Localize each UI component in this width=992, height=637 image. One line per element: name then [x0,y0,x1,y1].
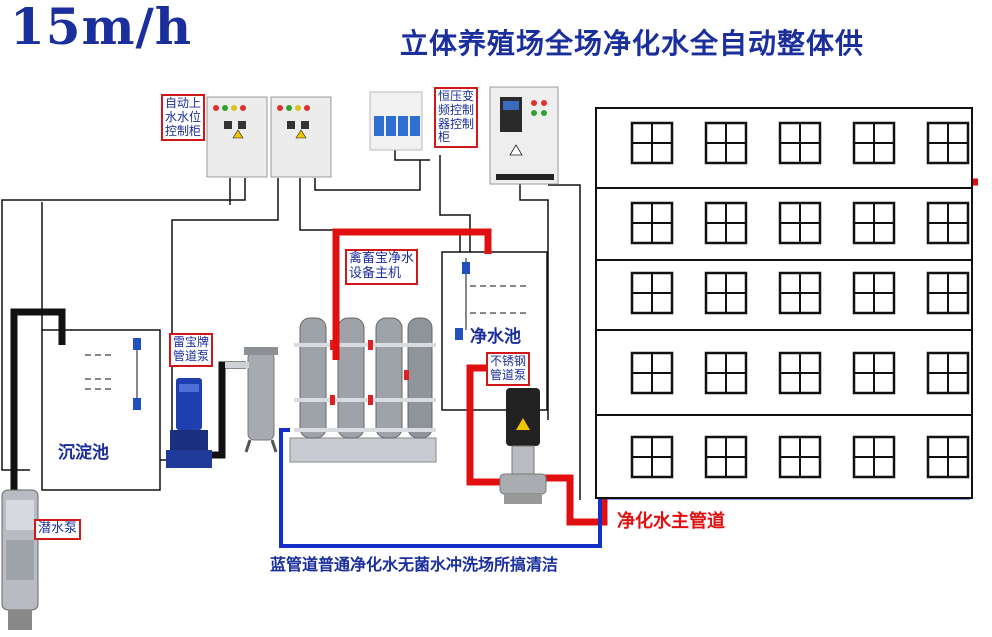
window [778,351,822,395]
auto-level-cabinet-label: 自动上 水水位 控制柜 [161,94,206,142]
window [778,271,822,315]
window [704,351,748,395]
window [630,121,674,165]
main-pipe-label: 净化水主管道 [617,511,725,532]
window [704,435,748,479]
page-title: 立体养殖场全场净化水全自动整体供 [400,27,865,60]
blue-pipes [279,186,602,548]
window [704,121,748,165]
circuit-breaker [369,91,423,151]
window [704,271,748,315]
window [852,435,896,479]
submersible-pump [1,489,39,630]
sedimentation-tank [41,329,161,491]
blue-pipe-note: 蓝管道普通净化水无菌水冲洗场所搞清洁 [270,555,559,574]
window [778,435,822,479]
host-unit-label: 禽畜宝净水 设备主机 [345,249,419,285]
window [630,351,674,395]
vfd-cabinet-label: 恒压变 频控制 器控制 柜 [434,87,479,149]
steel-pump-label: 不锈钢 管道泵 [486,352,531,386]
window [778,121,822,165]
window [630,201,674,245]
window [852,121,896,165]
window [852,271,896,315]
window [778,201,822,245]
window [704,201,748,245]
prefilter [225,347,278,453]
window [926,121,970,165]
auto-level-cabinet-1 [206,96,268,178]
building-windows [630,121,970,479]
window [852,201,896,245]
flow-rate-title: 15m/h [10,0,193,56]
window [630,435,674,479]
window [926,351,970,395]
sedimentation-tank-label: 沉淀池 [58,443,109,463]
vfd-cabinet [489,86,559,185]
pipe-pump [166,378,212,468]
auto-level-cabinet-2 [270,96,332,178]
window [630,271,674,315]
pipe-pump-label: 雷宝牌 管道泵 [169,333,214,367]
window [926,271,970,315]
purifier-host-unit [289,317,437,463]
stainless-steel-pump [499,388,547,504]
clean-water-tank-label: 净水池 [470,327,521,347]
submersible-pump-label: 潜水泵 [34,519,82,540]
window [926,201,970,245]
window [852,351,896,395]
window [926,435,970,479]
